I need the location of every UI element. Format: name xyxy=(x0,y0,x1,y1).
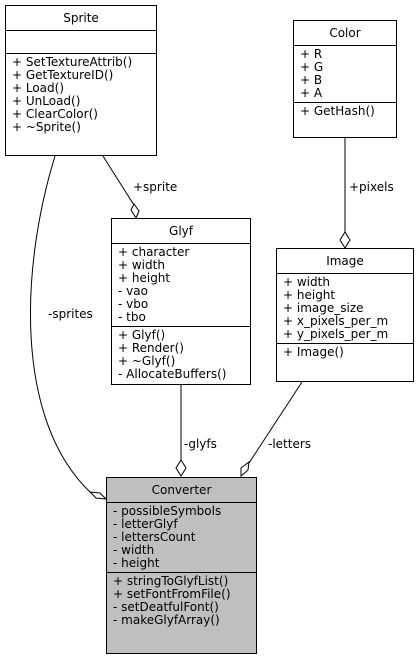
attribute: + x_pixels_per_m xyxy=(283,314,389,328)
edge-image-converter xyxy=(248,381,303,464)
method: - setDeatfulFont() xyxy=(113,600,219,614)
attribute: + height xyxy=(283,288,336,302)
attributes-section: + R + G + B + A xyxy=(294,46,396,102)
class-title: Sprite xyxy=(6,6,156,31)
attribute: - letterGlyf xyxy=(113,517,178,531)
methods-section: + Image() xyxy=(277,343,413,361)
class-title: Image xyxy=(277,249,413,274)
attribute: - height xyxy=(113,556,160,570)
method: + Load() xyxy=(12,81,65,95)
edge-label-pixels: +pixels xyxy=(349,180,394,194)
aggregation-diamond xyxy=(339,231,351,249)
attribute: + R xyxy=(300,47,323,61)
class-converter: Converter - possibleSymbols - letterGlyf… xyxy=(106,477,257,654)
attribute: - width xyxy=(113,543,155,557)
method: + ~Glyf() xyxy=(118,354,176,368)
attribute: - vbo xyxy=(118,297,149,311)
method: + GetHash() xyxy=(300,104,375,118)
method: + Render() xyxy=(118,341,184,355)
attribute: - tbo xyxy=(118,310,146,324)
method: + UnLoad() xyxy=(12,94,81,108)
attributes-section xyxy=(6,31,156,53)
methods-section: + stringToGlyfList() + setFontFromFile()… xyxy=(107,572,256,629)
attributes-section: + character + width + height - vao - vbo… xyxy=(112,244,250,326)
attribute: - possibleSymbols xyxy=(113,504,222,518)
class-title: Color xyxy=(294,21,396,46)
method: + SetTextureAttrib() xyxy=(12,55,133,69)
method: - AllocateBuffers() xyxy=(118,367,227,381)
attribute: + character xyxy=(118,245,190,259)
edge-label-letters: -letters xyxy=(268,437,312,451)
attribute: + height xyxy=(118,271,171,285)
class-title: Converter xyxy=(107,478,256,503)
method: + ClearColor() xyxy=(12,107,98,121)
attribute: + G xyxy=(300,60,324,74)
attribute: - vao xyxy=(118,284,148,298)
methods-section: + Glyf() + Render() + ~Glyf() - Allocate… xyxy=(112,326,250,383)
aggregation-diamond xyxy=(130,203,140,220)
methods-section: + GetHash() xyxy=(294,102,396,120)
edge-label-sprites: -sprites xyxy=(48,307,93,321)
method: + ~Sprite() xyxy=(12,120,81,134)
class-color: Color + R + G + B + A + GetHash() xyxy=(293,20,397,138)
attribute: + width xyxy=(118,258,165,272)
aggregation-diamond xyxy=(240,460,250,478)
aggregation-diamond xyxy=(175,459,187,477)
methods-section: + SetTextureAttrib() + GetTextureID() + … xyxy=(6,53,156,136)
attributes-section: + width + height + image_size + x_pixels… xyxy=(277,274,413,343)
class-image: Image + width + height + image_size + x_… xyxy=(276,248,414,382)
edge-label-sprite: +sprite xyxy=(133,180,178,194)
attribute: + A xyxy=(300,86,323,100)
method: + GetTextureID() xyxy=(12,68,114,82)
method: + Glyf() xyxy=(118,328,166,342)
method: + Image() xyxy=(283,345,344,359)
edge-label-glyfs: -glyfs xyxy=(184,437,217,451)
class-sprite: Sprite + SetTextureAttrib() + GetTexture… xyxy=(5,5,157,156)
method: + stringToGlyfList() xyxy=(113,574,229,588)
method: + setFontFromFile() xyxy=(113,587,231,601)
edge-sprite-converter xyxy=(30,155,91,493)
class-glyf: Glyf + character + width + height - vao … xyxy=(111,218,251,385)
attributes-section: - possibleSymbols - letterGlyf - letters… xyxy=(107,503,256,572)
method: - makeGlyfArray() xyxy=(113,613,220,627)
attribute: - lettersCount xyxy=(113,530,196,544)
aggregation-diamond xyxy=(88,491,108,500)
attribute: + width xyxy=(283,275,330,289)
class-title: Glyf xyxy=(112,219,250,244)
edge-sprite-glyf xyxy=(102,155,135,206)
attribute: + image_size xyxy=(283,301,364,315)
attribute: + y_pixels_per_m xyxy=(283,327,389,341)
attribute: + B xyxy=(300,73,323,87)
